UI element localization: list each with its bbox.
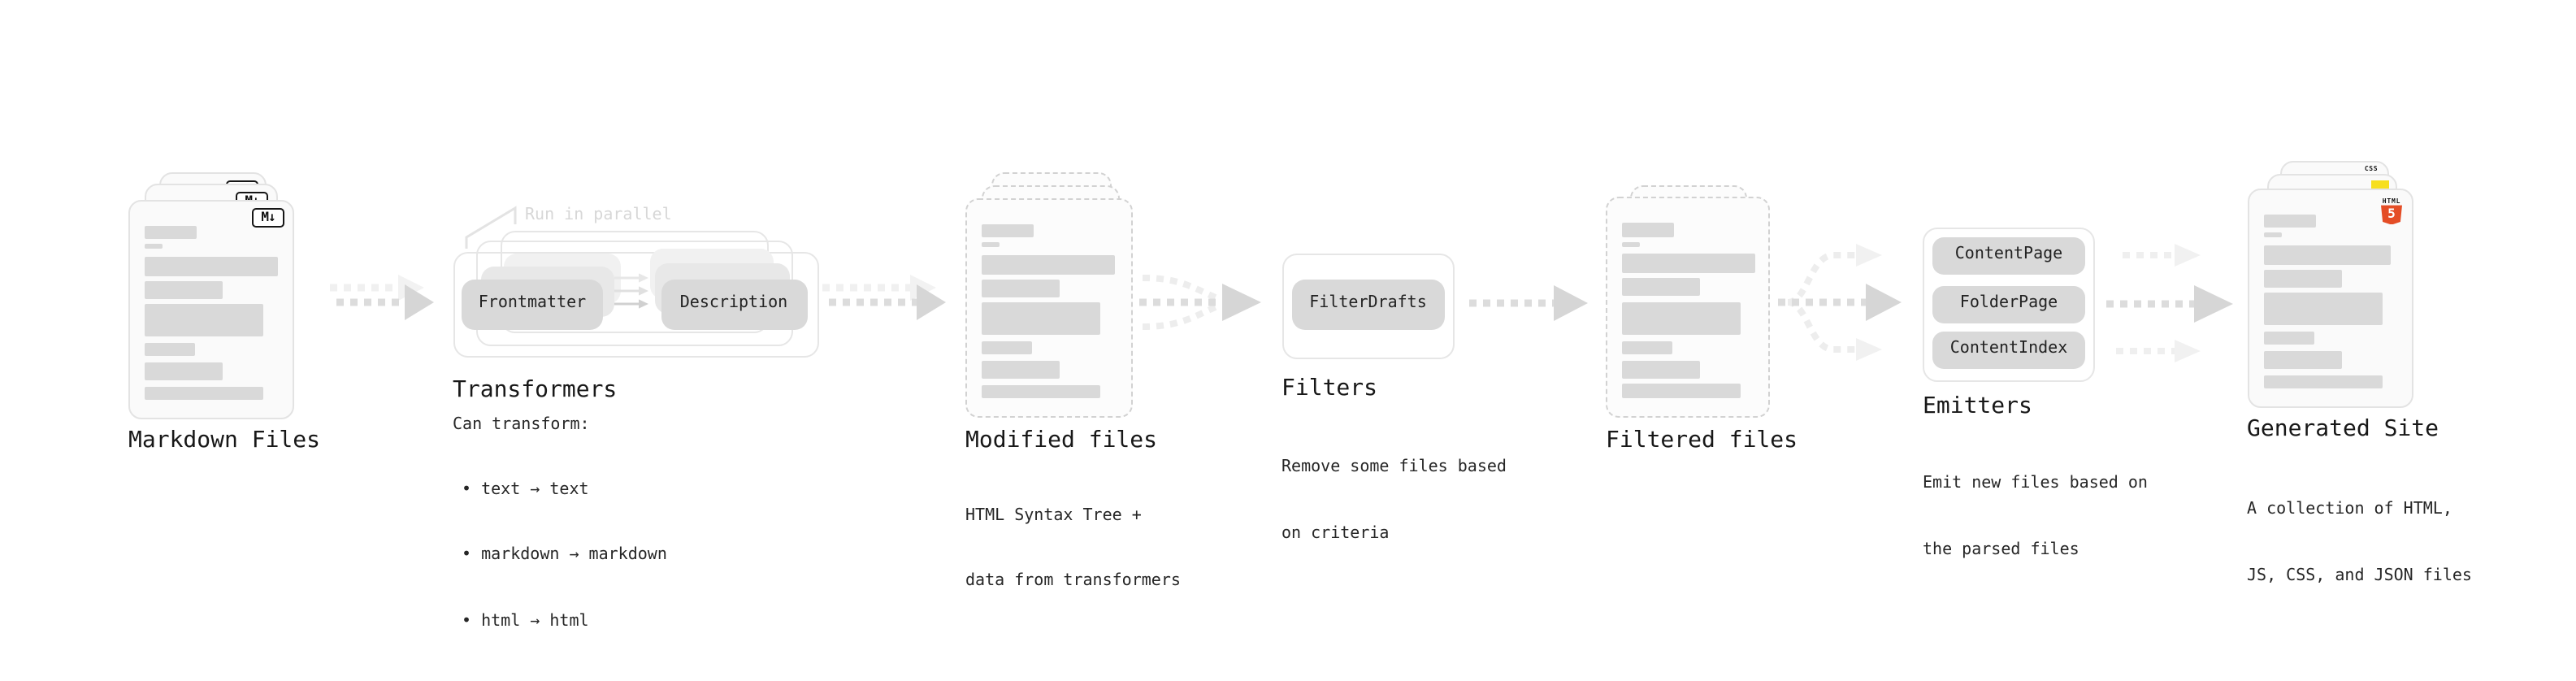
generated-site-sublabel: A collection of HTML, JS, CSS, and JSON … bbox=[2247, 455, 2472, 631]
modified-files-label: Modified files bbox=[965, 427, 1158, 453]
css-icon-label: CSS bbox=[2364, 163, 2379, 171]
skeleton-line bbox=[982, 242, 1000, 247]
skeleton-line bbox=[145, 225, 197, 239]
skeleton-line bbox=[145, 386, 263, 400]
filters-sublabel: Remove some files based on criteria bbox=[1281, 413, 1507, 588]
skeleton-line bbox=[2263, 332, 2314, 345]
sublabel-line: the parsed files bbox=[1923, 540, 2079, 558]
transformers-capabilities: • text → text • markdown → markdown • ht… bbox=[462, 435, 667, 676]
generated-site-label: Generated Site bbox=[2247, 415, 2439, 441]
html5-icon-shield: 5 bbox=[2381, 205, 2402, 225]
skeleton-line bbox=[2263, 245, 2390, 265]
skeleton-line bbox=[145, 256, 278, 275]
skeleton-line bbox=[2263, 269, 2341, 288]
arrow-markdown-to-transformers bbox=[330, 275, 434, 320]
markdown-files-label: Markdown Files bbox=[128, 427, 321, 453]
filtered-file-card-front bbox=[1605, 197, 1770, 418]
skeleton-line bbox=[1621, 241, 1639, 246]
skeleton-line bbox=[982, 361, 1060, 379]
transform-capability-item: • text → text bbox=[462, 480, 589, 498]
skeleton-line bbox=[1621, 278, 1699, 296]
skeleton-line bbox=[145, 304, 263, 336]
emitters-box bbox=[1923, 228, 2095, 382]
sublabel-line: A collection of HTML, bbox=[2247, 501, 2452, 518]
skeleton-line bbox=[982, 279, 1060, 297]
generated-file-card-front: HTML 5 bbox=[2247, 188, 2413, 409]
skeleton-line bbox=[982, 223, 1034, 237]
skeleton-line bbox=[145, 280, 223, 298]
sublabel-line: on criteria bbox=[1281, 524, 1390, 542]
arrow-transformers-to-modified bbox=[822, 275, 946, 320]
skeleton-line bbox=[2263, 293, 2382, 326]
transform-capability-item: • html → html bbox=[462, 612, 589, 630]
markdown-file-card-front: M↓ bbox=[128, 199, 293, 419]
sublabel-line: JS, CSS, and JSON files bbox=[2247, 566, 2472, 584]
transformers-label: Transformers bbox=[453, 376, 618, 402]
markdown-icon: M↓ bbox=[252, 207, 284, 227]
skeleton-line bbox=[2263, 214, 2315, 228]
html5-icon-label: HTML bbox=[2382, 196, 2401, 205]
sublabel-line: Remove some files based bbox=[1281, 458, 1507, 476]
transform-capability-item: • markdown → markdown bbox=[462, 546, 667, 564]
filters-label: Filters bbox=[1281, 375, 1378, 401]
filtered-files-label: Filtered files bbox=[1606, 427, 1798, 453]
transformer-box-front bbox=[453, 252, 818, 358]
skeleton-line bbox=[145, 343, 195, 356]
skeleton-line bbox=[1621, 384, 1740, 397]
arrow-filtered-to-emitters bbox=[1778, 244, 1902, 361]
skeleton-line bbox=[982, 254, 1115, 274]
contentindex-pill: ContentIndex bbox=[1932, 332, 2085, 368]
folderpage-pill: FolderPage bbox=[1932, 286, 2085, 323]
skeleton-line bbox=[1621, 340, 1672, 354]
skeleton-line bbox=[982, 302, 1100, 335]
filters-box bbox=[1281, 254, 1455, 359]
html5-icon: HTML 5 bbox=[2380, 197, 2403, 225]
contentpage-pill: ContentPage bbox=[1932, 237, 2085, 274]
sublabel-line: HTML Syntax Tree + bbox=[965, 506, 1142, 524]
skeleton-line bbox=[145, 244, 163, 249]
skeleton-line bbox=[1621, 360, 1699, 378]
arrow-filters-to-filtered bbox=[1469, 285, 1588, 321]
sublabel-line: Emit new files based on bbox=[1923, 475, 2148, 492]
description-pill: Description bbox=[661, 279, 807, 329]
skeleton-line bbox=[982, 384, 1100, 398]
emitters-label: Emitters bbox=[1923, 393, 2032, 419]
skeleton-line bbox=[1621, 254, 1754, 273]
filterdrafts-pill: FilterDrafts bbox=[1292, 279, 1444, 329]
skeleton-line bbox=[145, 362, 223, 380]
sublabel-line: data from transformers bbox=[965, 572, 1181, 590]
parallel-note: Run in parallel bbox=[525, 206, 672, 224]
skeleton-line bbox=[1621, 301, 1740, 334]
skeleton-line bbox=[1621, 223, 1673, 236]
emitters-sublabel: Emit new files based on the parsed files bbox=[1923, 429, 2148, 605]
skeleton-line bbox=[2263, 375, 2382, 389]
pill-flow-arrows bbox=[614, 273, 648, 309]
arrow-emitters-to-generated bbox=[2106, 244, 2233, 362]
skeleton-line bbox=[2263, 351, 2341, 370]
skeleton-line bbox=[2263, 232, 2281, 238]
arrow-modified-to-filters bbox=[1139, 275, 1261, 330]
parallel-note-callout-line bbox=[465, 206, 517, 249]
transformers-heading: Can transform: bbox=[453, 415, 590, 433]
modified-files-sublabel: HTML Syntax Tree + data from transformer… bbox=[965, 461, 1181, 636]
frontmatter-pill: Frontmatter bbox=[462, 279, 603, 329]
skeleton-line bbox=[982, 341, 1032, 354]
modified-file-card-front bbox=[965, 197, 1132, 417]
